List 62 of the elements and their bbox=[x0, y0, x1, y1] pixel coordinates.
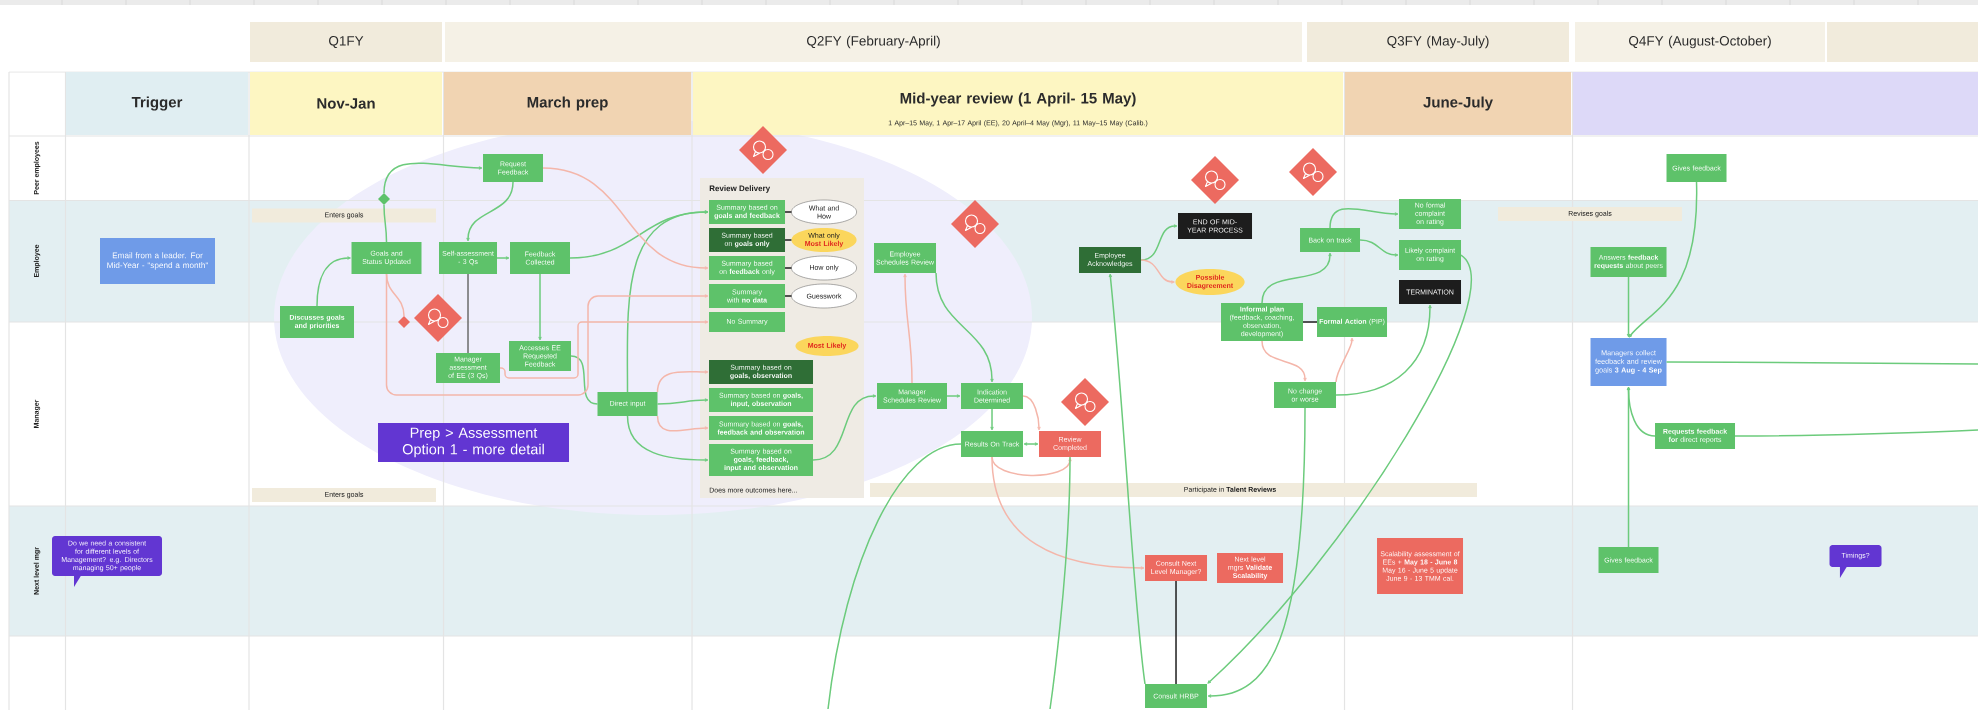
arrow bbox=[542, 167, 709, 270]
arrow bbox=[991, 456, 1145, 570]
arrow bbox=[1626, 386, 1656, 437]
arrow bbox=[1628, 181, 1698, 338]
connector-line bbox=[1175, 580, 1177, 685]
arrow bbox=[1626, 276, 1631, 338]
arrow bbox=[316, 256, 351, 307]
arrow bbox=[385, 273, 709, 396]
arrow bbox=[990, 408, 994, 431]
connector-line bbox=[784, 239, 793, 241]
arrow bbox=[935, 272, 994, 383]
double-arrow bbox=[1023, 442, 1039, 446]
arrow bbox=[538, 273, 542, 341]
arrow bbox=[812, 394, 877, 461]
connector-line bbox=[1734, 429, 1978, 437]
arrow bbox=[1329, 207, 1399, 229]
arrow bbox=[499, 320, 709, 379]
arrow bbox=[656, 370, 709, 393]
phase-header: Nov-Jan bbox=[250, 72, 442, 135]
title-box: Prep > Assessment Option 1 - more detail bbox=[378, 423, 569, 462]
connector-line bbox=[570, 355, 599, 405]
arrow bbox=[383, 162, 483, 194]
arrow bbox=[1261, 252, 1332, 304]
header-box bbox=[1827, 22, 1978, 62]
note-box: Email from a leader. For Mid-Year - "spend a month" bbox=[100, 238, 215, 284]
arrow bbox=[1335, 304, 1432, 396]
connector-line bbox=[784, 295, 793, 297]
arrow bbox=[496, 256, 510, 260]
quarter-header: Q1FY bbox=[250, 22, 442, 62]
connector-line bbox=[1302, 321, 1318, 323]
arrow bbox=[626, 415, 709, 462]
phase-header: Trigger bbox=[66, 72, 248, 135]
quarter-header: Q2FY (February-April) bbox=[445, 22, 1302, 62]
connector-line bbox=[827, 443, 962, 710]
arrow bbox=[903, 273, 913, 384]
connector-line bbox=[467, 273, 469, 354]
junction-diamond bbox=[398, 316, 410, 328]
connector-line bbox=[784, 211, 793, 213]
connector-line bbox=[385, 273, 405, 317]
arrow bbox=[1108, 273, 1146, 685]
arrow bbox=[466, 181, 514, 242]
arrow bbox=[1359, 239, 1399, 257]
arrow bbox=[1207, 407, 1306, 698]
phase-header: March prep bbox=[444, 72, 691, 135]
arrow bbox=[1022, 395, 1041, 431]
arrow bbox=[1335, 337, 1354, 383]
connector-line bbox=[1665, 361, 1978, 365]
arrow bbox=[1140, 259, 1175, 284]
arrow bbox=[656, 415, 709, 432]
connector-line bbox=[784, 267, 793, 269]
arrow bbox=[1207, 254, 1472, 684]
connector-line bbox=[383, 204, 388, 243]
arrow bbox=[656, 398, 709, 405]
header-box bbox=[1573, 72, 1978, 135]
arrow bbox=[626, 210, 709, 393]
arrow bbox=[1261, 340, 1307, 382]
phase-header: June-July bbox=[1345, 72, 1571, 135]
quarter-header: Q3FY (May-July) bbox=[1307, 22, 1569, 62]
quarter-header: Q4FY (August-October) bbox=[1575, 22, 1825, 62]
junction-diamond bbox=[378, 193, 390, 205]
arrow bbox=[946, 394, 961, 398]
connector-line bbox=[1049, 456, 1071, 710]
